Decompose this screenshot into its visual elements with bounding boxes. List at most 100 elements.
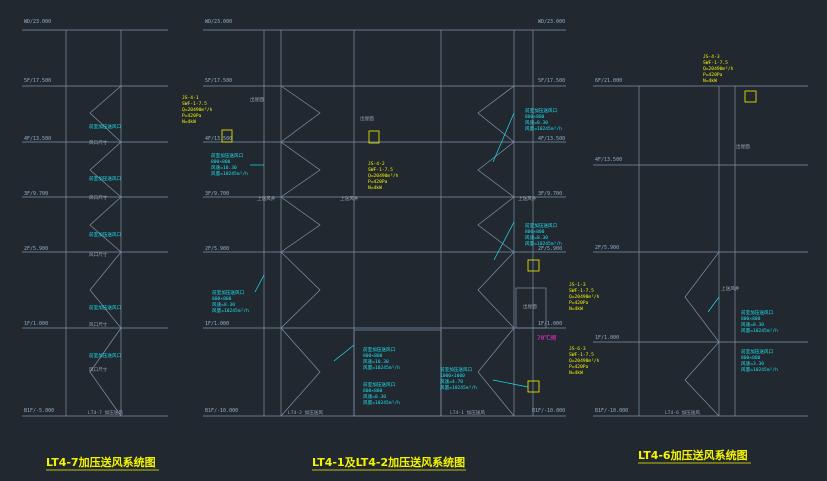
svg-text:前室加压送风口: 前室加压送风口 xyxy=(363,346,396,353)
svg-text:前室加压送风口: 前室加压送风口 xyxy=(741,348,774,355)
svg-text:风量=10245m³/h: 风量=10245m³/h xyxy=(440,384,477,391)
svg-text:风量=10245m³/h: 风量=10245m³/h xyxy=(741,327,778,334)
svg-text:800×800: 800×800 xyxy=(212,296,232,302)
outlet-labels: 前室加压送风口 800×800 风速=10.30 风量=10245m³/h 前室… xyxy=(211,107,778,406)
svg-text:800×800: 800×800 xyxy=(363,388,383,394)
svg-text:1F/1.000: 1F/1.000 xyxy=(595,335,619,341)
svg-text:前室加压送风口: 前室加压送风口 xyxy=(363,381,396,388)
svg-text:N=4kW: N=4kW xyxy=(569,306,583,312)
svg-text:LT4-6 加压送风: LT4-6 加压送风 xyxy=(665,409,700,416)
svg-text:Q=20490m³/h: Q=20490m³/h xyxy=(368,173,399,179)
svg-text:3F/9.700: 3F/9.700 xyxy=(205,191,229,197)
svg-text:3F/9.700: 3F/9.700 xyxy=(24,191,48,197)
svg-text:风量=10245m³/h: 风量=10245m³/h xyxy=(741,366,778,373)
svg-text:前室加压送风口: 前室加压送风口 xyxy=(89,231,122,238)
svg-text:上送风井: 上送风井 xyxy=(257,195,276,202)
svg-text:风速=8.30: 风速=8.30 xyxy=(212,302,235,308)
svg-text:风量=10245m³/h: 风量=10245m³/h xyxy=(211,170,248,177)
svg-text:JS-4-1: JS-4-1 xyxy=(182,95,199,101)
title-lt4-1-2: LT4-1及LT4-2加压送风系统图 xyxy=(312,455,465,469)
svg-text:6F/21.000: 6F/21.000 xyxy=(595,78,622,84)
svg-text:JS-6-3: JS-6-3 xyxy=(569,346,586,352)
svg-text:LT4-7 加压送风: LT4-7 加压送风 xyxy=(88,409,123,416)
svg-text:2F/5.900: 2F/5.900 xyxy=(24,246,48,252)
svg-text:上送风井: 上送风井 xyxy=(340,195,359,202)
svg-text:1F/1.000: 1F/1.000 xyxy=(24,321,48,327)
svg-text:风速=3.30: 风速=3.30 xyxy=(741,361,764,367)
svg-text:前室加压送风口: 前室加压送风口 xyxy=(741,309,774,316)
svg-text:N=4kW: N=4kW xyxy=(569,370,583,376)
svg-text:B1F/-10.000: B1F/-10.000 xyxy=(595,408,628,414)
svg-text:风量=10245m³/h: 风量=10245m³/h xyxy=(525,125,562,132)
svg-text:JS-1-3: JS-1-3 xyxy=(569,282,586,288)
svg-text:前室加压送风口: 前室加压送风口 xyxy=(89,123,122,130)
svg-text:SWF-1-7.5: SWF-1-7.5 xyxy=(703,60,728,66)
svg-text:出屋面: 出屋面 xyxy=(360,115,374,122)
title-lt4-6: LT4-6加压送风系统图 xyxy=(638,448,748,462)
svg-text:4F/13.500: 4F/13.500 xyxy=(538,136,565,142)
title-lt4-7: LT4-7加压送风系统图 xyxy=(46,455,156,469)
svg-text:1F/1.000: 1F/1.000 xyxy=(205,321,229,327)
svg-text:800×800: 800×800 xyxy=(741,355,761,361)
leader-lines xyxy=(250,112,720,388)
svg-text:风速=8.30: 风速=8.30 xyxy=(741,322,764,328)
svg-text:SWF-1-7.5: SWF-1-7.5 xyxy=(569,352,594,358)
svg-text:风量=10245m³/h: 风量=10245m³/h xyxy=(363,399,400,406)
svg-text:出屋面: 出屋面 xyxy=(523,303,537,310)
svg-text:800×800: 800×800 xyxy=(525,229,545,235)
svg-text:前室加压送风口: 前室加压送风口 xyxy=(440,366,473,373)
svg-text:B1F/-10.000: B1F/-10.000 xyxy=(532,408,565,414)
svg-text:WD/23.000: WD/23.000 xyxy=(205,19,232,25)
svg-text:风速=4.70: 风速=4.70 xyxy=(440,379,463,385)
svg-text:P=420Pa: P=420Pa xyxy=(569,364,589,370)
svg-text:前室加压送风口: 前室加压送风口 xyxy=(89,304,122,311)
svg-text:4F/13.500: 4F/13.500 xyxy=(205,136,232,142)
svg-text:SWF-1-7.5: SWF-1-7.5 xyxy=(368,167,393,173)
svg-text:上送风井: 上送风井 xyxy=(721,285,740,292)
svg-text:SWF-1-7.5: SWF-1-7.5 xyxy=(569,288,594,294)
svg-text:风口尺寸: 风口尺寸 xyxy=(89,194,108,201)
svg-text:前室加压送风口: 前室加压送风口 xyxy=(525,222,558,229)
svg-text:N=4kW: N=4kW xyxy=(368,185,382,191)
drawing-titles: LT4-7加压送风系统图 LT4-1及LT4-2加压送风系统图 LT4-6加压送… xyxy=(46,448,751,471)
svg-text:P=420Pa: P=420Pa xyxy=(182,113,202,119)
shaft-labels: LT4-7 加压送风 LT4-2 加压送风 LT4-1 加压送风 LT4-6 加… xyxy=(88,96,750,416)
fan-unit-labels: JS-4-1 SWF-1-7.5 Q=20490m³/h P=420Pa N=4… xyxy=(182,54,734,376)
svg-text:WD/23.000: WD/23.000 xyxy=(538,19,565,25)
svg-text:4F/13.500: 4F/13.500 xyxy=(24,136,51,142)
svg-text:风速=8.30: 风速=8.30 xyxy=(363,394,386,400)
svg-text:风量=10245m³/h: 风量=10245m³/h xyxy=(363,364,400,371)
svg-text:出屋面: 出屋面 xyxy=(250,96,264,103)
svg-text:3F/9.700: 3F/9.700 xyxy=(538,191,562,197)
svg-text:风口尺寸: 风口尺寸 xyxy=(89,251,108,258)
svg-text:LT4-1 加压送风: LT4-1 加压送风 xyxy=(450,409,485,416)
svg-text:风量=10245m³/h: 风量=10245m³/h xyxy=(212,307,249,314)
fan-units xyxy=(221,90,757,393)
svg-text:B1F/-5.000: B1F/-5.000 xyxy=(24,408,54,414)
svg-text:800×800: 800×800 xyxy=(741,316,761,322)
svg-text:5F/17.500: 5F/17.500 xyxy=(538,78,565,84)
svg-text:风口尺寸: 风口尺寸 xyxy=(89,366,108,373)
svg-text:70℃阀: 70℃阀 xyxy=(537,334,556,342)
svg-text:风量=10245m³/h: 风量=10245m³/h xyxy=(525,240,562,247)
svg-text:Q=20490m³/h: Q=20490m³/h xyxy=(703,66,734,72)
riser-lines xyxy=(65,30,736,417)
svg-text:P=420Pa: P=420Pa xyxy=(569,300,589,306)
svg-text:Q=20490m³/h: Q=20490m³/h xyxy=(182,107,213,113)
svg-text:N=4kW: N=4kW xyxy=(182,119,196,125)
svg-text:前室加压送风口: 前室加压送风口 xyxy=(89,175,122,182)
svg-text:前室加压送风口: 前室加压送风口 xyxy=(525,107,558,114)
svg-text:5F/17.500: 5F/17.500 xyxy=(24,78,51,84)
svg-text:4F/13.500: 4F/13.500 xyxy=(595,157,622,163)
svg-text:前室加压送风口: 前室加压送风口 xyxy=(211,152,244,159)
svg-text:上送风井: 上送风井 xyxy=(518,195,537,202)
svg-text:前室加压送风口: 前室加压送风口 xyxy=(212,289,245,296)
svg-text:WD/23.000: WD/23.000 xyxy=(24,19,51,25)
svg-text:风速=8.30: 风速=8.30 xyxy=(525,120,548,126)
svg-text:2F/5.900: 2F/5.900 xyxy=(538,246,562,252)
svg-text:Q=20490m³/h: Q=20490m³/h xyxy=(569,358,600,364)
svg-text:LT4-2 加压送风: LT4-2 加压送风 xyxy=(288,409,323,416)
svg-text:风速=10.30: 风速=10.30 xyxy=(211,165,237,171)
svg-text:1000×1000: 1000×1000 xyxy=(440,373,465,379)
